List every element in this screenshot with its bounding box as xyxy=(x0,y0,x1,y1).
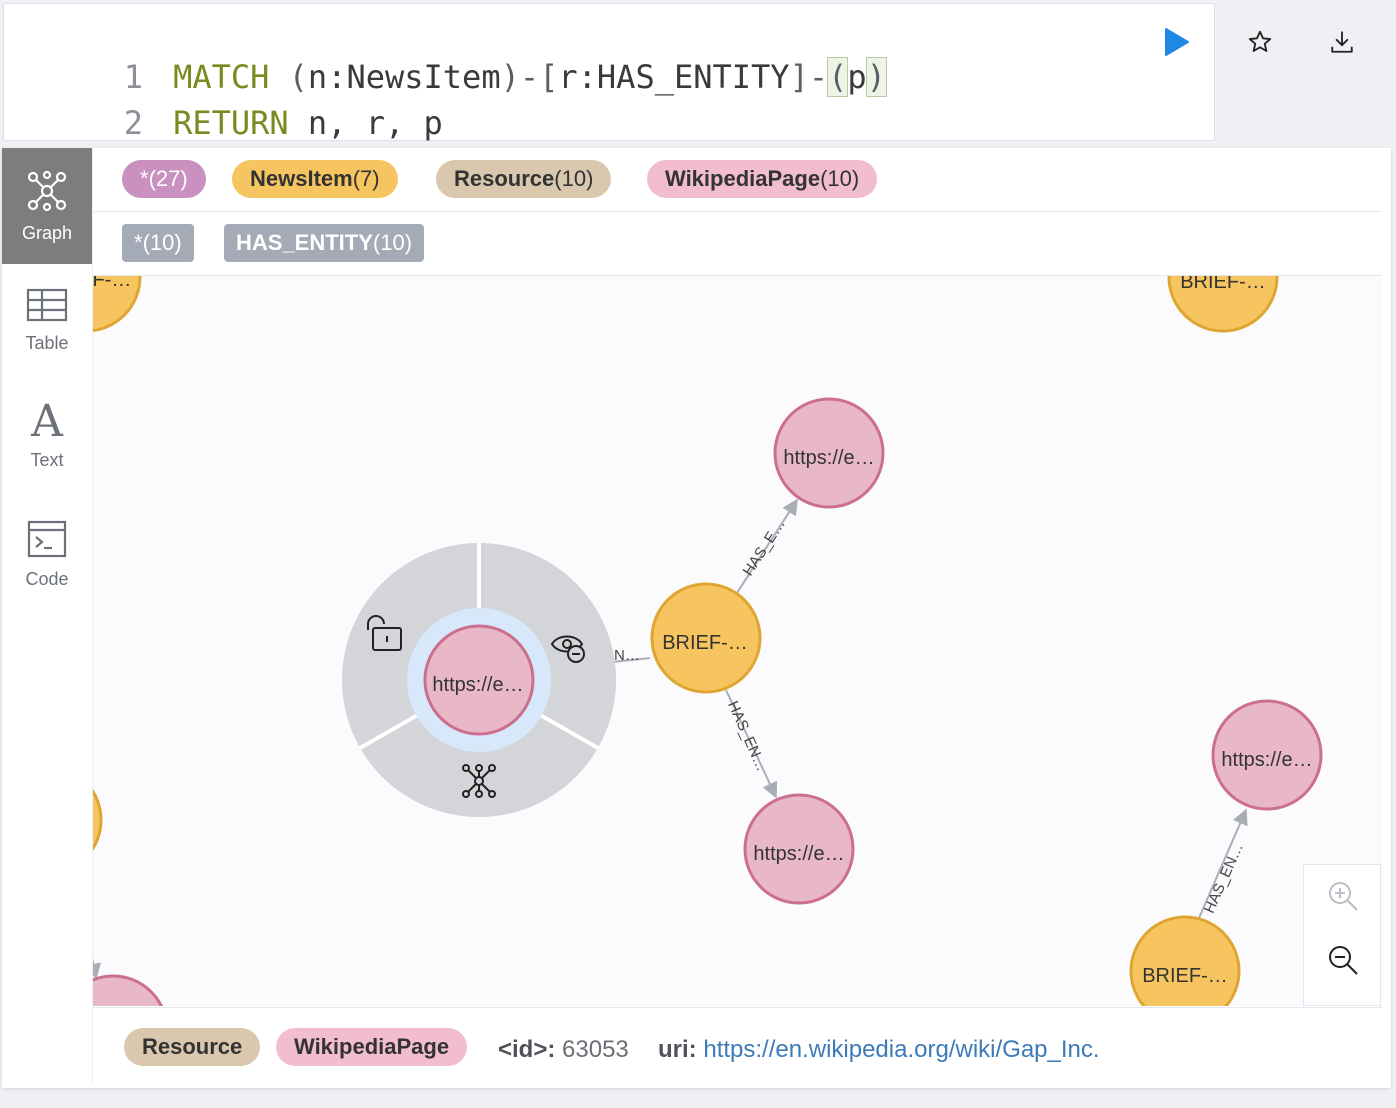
relationship-edge[interactable]: HAS_E… xyxy=(734,498,798,597)
code-token: MATCH xyxy=(173,58,270,96)
graph-icon xyxy=(27,170,67,212)
code-token: n xyxy=(307,58,328,96)
node-details-bar: Resource WikipediaPage <id>: 63053 uri: … xyxy=(92,1007,1382,1088)
code-token: :HAS_ENTITY xyxy=(577,58,790,96)
text-icon: A xyxy=(31,396,63,447)
edge-label: HAS_E… xyxy=(740,516,789,579)
code-token: p xyxy=(847,58,867,96)
newsitem-node[interactable]: BRIEF-… xyxy=(650,582,762,694)
code-token: ) xyxy=(865,57,887,97)
download-button[interactable] xyxy=(1322,22,1362,62)
sidebar-item-label: Graph xyxy=(21,223,73,243)
sidebar-item-code[interactable]: Code xyxy=(2,520,92,590)
sidebar-item-text[interactable]: A Text xyxy=(2,400,92,471)
legend-label-resource[interactable]: Resource(10) xyxy=(436,160,612,198)
table-icon xyxy=(26,288,68,322)
node-caption: https://e… xyxy=(432,674,523,696)
wikipedia-node[interactable]: https://e… xyxy=(1211,699,1323,811)
wikipedia-node[interactable]: https://e… xyxy=(743,793,855,905)
sidebar-item-table[interactable]: Table xyxy=(2,288,92,354)
zoom-out-button[interactable] xyxy=(1324,941,1364,981)
node-caption: F-… xyxy=(93,276,132,291)
node-label-legend: *(27) NewsItem(7) Resource(10) Wikipedia… xyxy=(92,148,1382,212)
newsitem-node[interactable]: BRIEF-… xyxy=(1167,276,1279,333)
relationship-edge[interactable]: HAS_EN… xyxy=(724,689,778,799)
zoom-in-icon xyxy=(1329,882,1358,911)
node-caption: https://e… xyxy=(1221,749,1312,771)
newsitem-node[interactable] xyxy=(92,766,103,874)
unlock-icon[interactable] xyxy=(367,615,402,651)
code-icon xyxy=(27,520,67,558)
play-icon xyxy=(1165,28,1189,56)
code-token: ]- xyxy=(789,58,829,96)
sidebar-item-graph[interactable]: Graph xyxy=(2,148,92,264)
zoom-controls xyxy=(1303,864,1381,1006)
newsitem-node[interactable]: BRIEF-… xyxy=(1129,915,1241,1006)
legend-rel-all[interactable]: *(10) xyxy=(122,224,194,262)
node-caption: BRIEF-… xyxy=(1180,276,1266,293)
detail-label-wikipediapage[interactable]: WikipediaPage xyxy=(276,1028,468,1066)
sidebar-item-label: Table xyxy=(25,333,69,353)
edge-label: HAS_EN… xyxy=(724,698,770,773)
zoom-in-button[interactable] xyxy=(1324,877,1364,917)
code-token: r xyxy=(558,58,578,96)
relationship-edge[interactable]: HAS_EN… xyxy=(1198,808,1248,919)
detail-id: <id>: 63053 xyxy=(498,1036,629,1063)
graph-canvas[interactable]: HAS_E… HAS_EN… HAS_EN… N… xyxy=(92,276,1382,1006)
wikipedia-node[interactable] xyxy=(92,974,167,1006)
sidebar-item-label: Code xyxy=(25,569,69,589)
star-icon xyxy=(1248,30,1272,52)
legend-label-wikipediapage[interactable]: WikipediaPage(10) xyxy=(647,160,878,198)
node-caption: https://e… xyxy=(783,447,874,469)
node-caption: BRIEF-… xyxy=(662,632,748,654)
legend-rel-has-entity[interactable]: HAS_ENTITY(10) xyxy=(224,224,425,262)
favorite-button[interactable] xyxy=(1240,22,1280,62)
hide-icon[interactable] xyxy=(550,635,585,663)
sidebar-item-label: Text xyxy=(30,450,64,470)
zoom-out-icon xyxy=(1329,946,1358,975)
view-sidebar: Graph Table A Text Code xyxy=(2,148,93,1084)
code-token: ( xyxy=(827,57,849,97)
detail-label-resource[interactable]: Resource xyxy=(124,1028,261,1066)
code-token: :NewsItem xyxy=(327,58,501,96)
edge-label: HAS_EN… xyxy=(1201,840,1247,915)
code-token: RETURN xyxy=(173,104,289,142)
wikipedia-node[interactable]: https://e… xyxy=(773,397,885,509)
node-caption: BRIEF-… xyxy=(1142,965,1228,987)
detail-uri: uri: https://en.wikipedia.org/wiki/Gap_I… xyxy=(658,1036,1100,1063)
code-token: )-[ xyxy=(500,58,559,96)
line-number: 1 xyxy=(123,58,144,96)
line-number: 2 xyxy=(123,104,144,142)
relationship-legend: *(10) HAS_ENTITY(10) xyxy=(92,212,1382,276)
edge-label: N… xyxy=(614,647,640,664)
selected-wikipedia-node[interactable]: https://e… xyxy=(423,624,535,736)
legend-label-all[interactable]: *(27) xyxy=(122,160,206,198)
code-token: n, r, p xyxy=(288,104,443,142)
code-token: ( xyxy=(269,58,308,96)
uri-link[interactable]: https://en.wikipedia.org/wiki/Gap_Inc. xyxy=(703,1036,1100,1063)
run-query-button[interactable] xyxy=(1156,22,1196,62)
download-icon xyxy=(1331,31,1353,53)
code-line-3[interactable]: 3LIMIT 10 xyxy=(4,100,327,188)
node-caption: https://e… xyxy=(753,843,844,865)
expand-graph-icon[interactable] xyxy=(462,764,496,798)
newsitem-node[interactable]: F-… xyxy=(92,276,142,333)
code-line-2[interactable]: 2 RETURN n, r, p xyxy=(4,54,443,142)
legend-label-newsitem[interactable]: NewsItem(7) xyxy=(232,160,398,198)
